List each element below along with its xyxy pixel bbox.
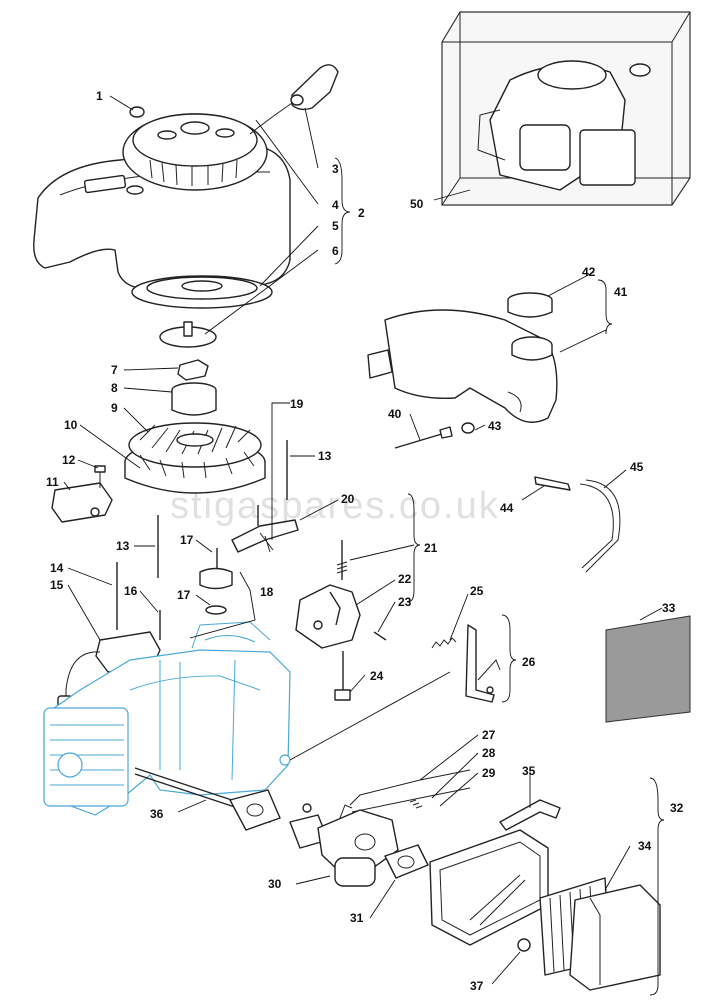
callout-17-upper: 17	[180, 533, 194, 547]
callout-26: 26	[522, 655, 536, 669]
callout-33: 33	[662, 601, 676, 615]
leader-lines	[63, 95, 665, 996]
callout-24: 24	[370, 669, 384, 683]
callout-21: 21	[424, 541, 438, 555]
callout-43: 43	[488, 419, 502, 433]
callout-7: 7	[111, 363, 118, 377]
callout-6: 6	[332, 244, 339, 258]
callout-34: 34	[638, 839, 652, 853]
recoil-starter-housing	[33, 64, 339, 348]
spring-25	[431, 637, 457, 649]
callout-20: 20	[341, 492, 355, 506]
callout-13-upper: 13	[318, 449, 332, 463]
air-filter-cover-34	[569, 884, 661, 991]
callout-labels: 1 2 3 4 5 6 7 8 9 10 11 12 13 13 14 15 1…	[46, 89, 684, 993]
callout-44: 44	[500, 501, 514, 515]
callout-13-lower: 13	[116, 539, 130, 553]
lever-26	[465, 624, 501, 703]
callout-4: 4	[332, 198, 339, 212]
callout-31: 31	[350, 911, 364, 925]
callout-40: 40	[388, 407, 402, 421]
fuel-cap-42	[507, 292, 553, 318]
callout-8: 8	[111, 381, 118, 395]
callout-3: 3	[332, 162, 339, 176]
callout-35: 35	[522, 764, 536, 778]
callout-15: 15	[50, 578, 64, 592]
callout-12: 12	[62, 453, 76, 467]
fuel-line-44	[534, 476, 571, 491]
bolt-40	[394, 426, 453, 449]
lever-assembly-19-20	[231, 505, 299, 553]
callout-17-lower: 17	[177, 588, 191, 602]
brake-bracket-11	[51, 482, 113, 523]
throttle-rods	[349, 769, 471, 813]
callout-45: 45	[630, 460, 644, 474]
cylinder-block	[43, 621, 291, 816]
callout-36: 36	[150, 807, 164, 821]
fuel-hose-45	[579, 479, 621, 573]
breather-hose-35	[499, 799, 561, 831]
watermark-text: stigaspares.co.uk	[170, 485, 500, 527]
callout-1: 1	[96, 89, 103, 103]
callout-10: 10	[64, 418, 78, 432]
callout-30: 30	[268, 877, 282, 891]
callout-37: 37	[470, 979, 484, 993]
fuel-tank-41	[367, 309, 558, 423]
callout-29: 29	[482, 766, 496, 780]
callout-9: 9	[111, 401, 118, 415]
callout-23: 23	[398, 595, 412, 609]
callout-22: 22	[398, 572, 412, 586]
callout-5: 5	[332, 219, 339, 233]
governor-parts-17-18	[199, 548, 233, 615]
callout-11: 11	[46, 475, 59, 489]
callout-28: 28	[482, 746, 496, 760]
flywheel-assembly	[124, 359, 266, 494]
callout-19: 19	[290, 397, 304, 411]
callout-50: 50	[410, 197, 424, 211]
governor-linkage-21-24	[295, 540, 387, 701]
stud-13	[157, 440, 288, 578]
gasket-31	[384, 844, 429, 879]
air-filter-base	[429, 829, 549, 952]
foam-prefilter-33	[605, 615, 691, 723]
callout-14: 14	[50, 561, 64, 575]
callout-41: 41	[614, 285, 628, 299]
callout-25: 25	[470, 584, 484, 598]
engine-assembly-boxed	[441, 11, 691, 206]
grommet-43	[461, 422, 475, 434]
callout-32: 32	[670, 801, 684, 815]
callout-27: 27	[482, 728, 496, 742]
callout-18: 18	[260, 585, 274, 599]
intake-gaskets	[229, 789, 329, 849]
callout-42: 42	[582, 265, 596, 279]
callout-2: 2	[358, 206, 365, 220]
carburetor-30	[317, 804, 399, 887]
callout-16: 16	[124, 584, 138, 598]
